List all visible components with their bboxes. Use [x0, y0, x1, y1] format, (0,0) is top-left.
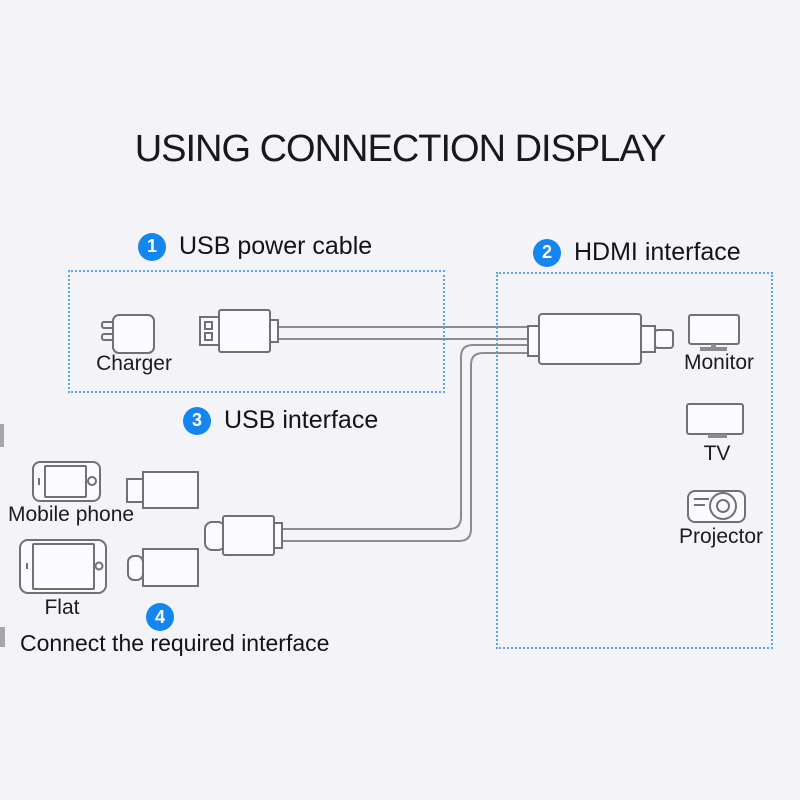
page-title: USING CONNECTION DISPLAY	[134, 128, 667, 170]
usb-interface-cable-lines	[282, 344, 528, 542]
hdmi-interface-box	[496, 272, 773, 649]
usb-interface-plug-icon	[204, 515, 283, 556]
charger-icon	[101, 314, 155, 354]
step-2-hdmi-interface: 2 HDMI interface	[533, 238, 741, 267]
tv-icon	[686, 403, 744, 438]
step-1-usb-power-cable: 1 USB power cable	[138, 232, 372, 261]
step-2-label: HDMI interface	[574, 238, 741, 266]
step-3-label: USB interface	[224, 406, 379, 434]
mobile-phone-label: Mobile phone	[8, 503, 135, 526]
left-edge-artifact	[0, 627, 5, 647]
monitor-icon	[688, 314, 740, 351]
step-4-badge: 4	[146, 603, 174, 631]
step-1-label: USB power cable	[179, 232, 373, 260]
flat-label: Flat	[44, 596, 80, 619]
projector-icon	[687, 490, 746, 523]
usb-power-cable-box	[68, 270, 445, 393]
hdmi-connector-icon	[527, 313, 674, 365]
usb-power-plug-icon	[199, 309, 279, 353]
mobile-phone-icon	[32, 461, 101, 502]
flat-tablet-icon	[19, 539, 107, 594]
step-1-badge: 1	[138, 232, 166, 261]
micro-usb-adapter-icon	[126, 471, 199, 509]
step-4-label: Connect the required interface	[20, 630, 330, 656]
charger-label: Charger	[96, 352, 172, 375]
projector-label: Projector	[678, 525, 764, 548]
usb-power-cable-lines	[278, 326, 528, 340]
step-3-usb-interface: 3 USB interface	[183, 406, 378, 435]
step-2-badge: 2	[533, 238, 561, 267]
step-3-badge: 3	[183, 406, 211, 435]
monitor-label: Monitor	[683, 351, 755, 374]
left-edge-artifact	[0, 424, 4, 447]
tv-label: TV	[703, 442, 731, 465]
type-c-adapter-icon	[127, 548, 199, 587]
